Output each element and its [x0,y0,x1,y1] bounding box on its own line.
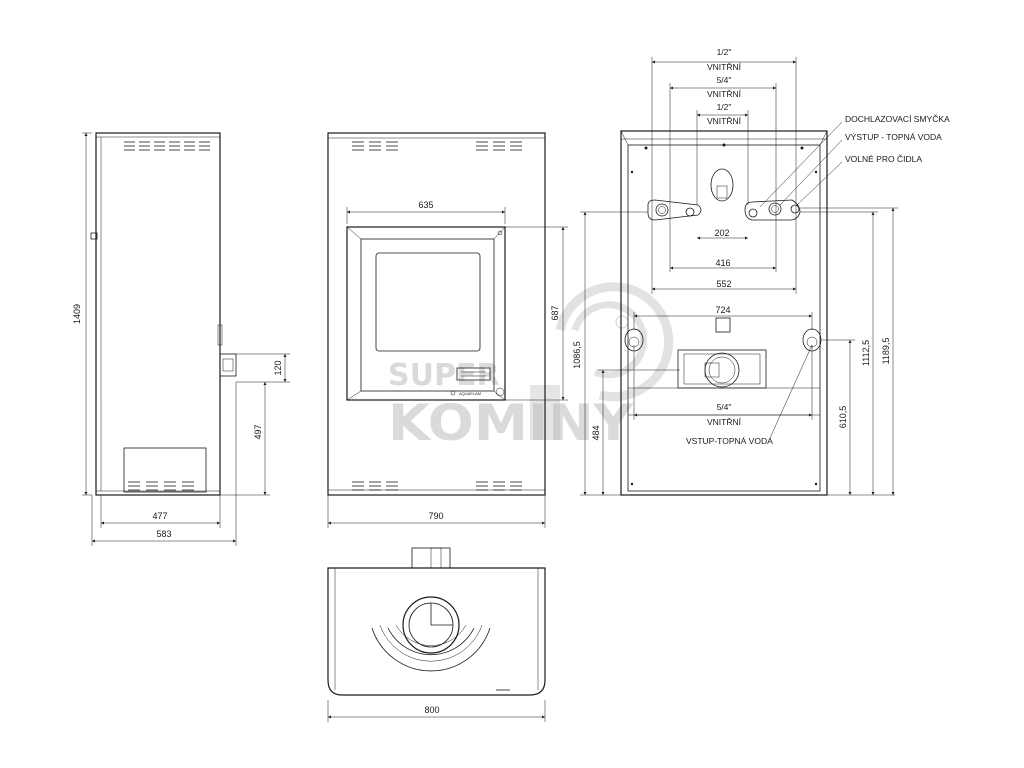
dim-back-552: 552 [716,279,731,289]
watermark: SUPER KOMINY [388,282,674,452]
dim-back-1086: 1086,5 [572,341,582,369]
dim-side-height: 1409 [72,304,82,324]
top-label-1-size: 1/2" [717,47,732,57]
callout-cooling-loop: DOCHLAZOVACÍ SMYČKA [845,114,950,124]
front-view: AQUAFLAM 635 687 790 [327,132,568,528]
dim-back-202: 202 [714,228,729,238]
side-view: 1409 120 497 477 583 [72,132,290,546]
top-label-3-size: 1/2" [717,102,732,112]
back-view: 1/2" VNITŘNÍ 5/4" VNITŘNÍ 1/2" VNITŘNÍ D… [572,47,950,496]
watermark-line2: KOMINY [388,394,634,452]
watermark-line1: SUPER [388,358,500,393]
callout-outlet-heating-water: VÝSTUP - TOPNÁ VODA [845,132,942,142]
bottom-label-text: VNITŘNÍ [707,417,742,427]
dim-back-416: 416 [715,258,730,268]
bottom-label-size: 5/4" [717,402,732,412]
front-brand-label: AQUAFLAM [459,391,481,396]
dim-side-477: 477 [152,511,167,521]
top-label-2-text: VNITŘNÍ [707,89,742,99]
top-label-1-text: VNITŘNÍ [707,62,742,72]
dim-back-724: 724 [715,305,730,315]
dim-back-484: 484 [591,425,601,440]
dim-side-497: 497 [253,424,263,439]
callout-sensor-port: VOLNÉ PRO ČIDLA [845,154,922,164]
top-label-3-text: VNITŘNÍ [707,116,742,126]
dim-door-width: 635 [418,200,433,210]
dim-door-height: 687 [550,305,560,320]
top-view: 800 [327,547,546,722]
label-inlet-heating-water: VSTUP-TOPNÁ VODA [686,436,773,446]
dim-back-1189: 1189,5 [881,338,891,365]
top-label-2-size: 5/4" [717,75,732,85]
dim-back-1112: 1112,5 [861,340,871,366]
dim-front-width: 790 [428,511,443,521]
dim-side-120: 120 [273,360,283,375]
dim-top-width: 800 [424,705,439,715]
dim-back-610: 610,5 [838,406,848,429]
dim-side-583: 583 [156,529,171,539]
